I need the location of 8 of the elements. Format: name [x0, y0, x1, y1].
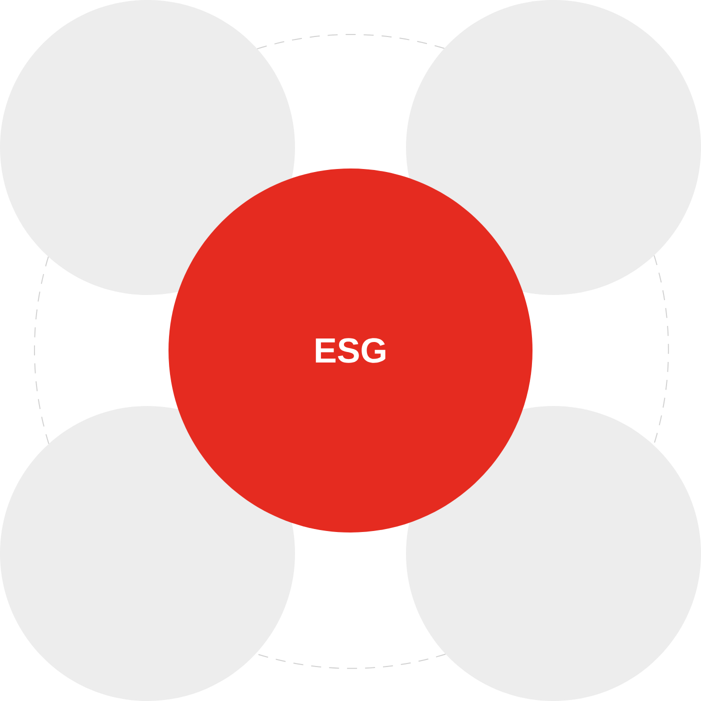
circle	[0, 0, 295, 295]
circle	[406, 406, 701, 701]
circle	[406, 0, 701, 295]
dashed-arc	[256, 654, 446, 669]
circle	[0, 406, 295, 701]
dashed-arc	[34, 254, 50, 444]
dashed-arc	[654, 254, 669, 444]
dashed-arc	[256, 34, 446, 50]
